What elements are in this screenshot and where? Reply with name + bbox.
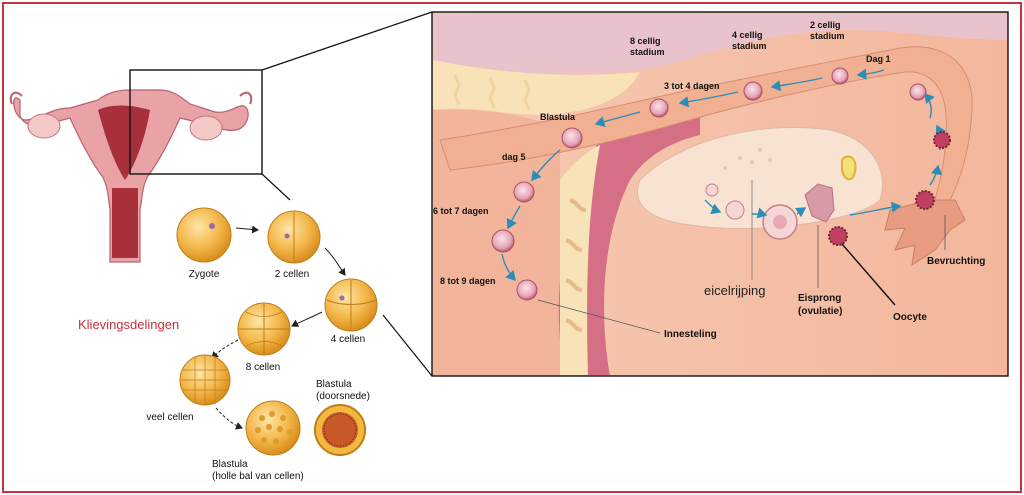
label-blastula-section-desc: (doorsnede) [316, 391, 370, 402]
label-blastula-section: Blastula [316, 379, 352, 390]
blastula-ball [245, 400, 301, 456]
arrow-8-to-many [211, 339, 239, 359]
label-blastula-desc: (holle bal van cellen) [212, 471, 304, 482]
label-zygote: Zygote [189, 269, 220, 280]
label-days-3-to-4: 3 tot 4 dagen [664, 81, 720, 91]
corpus-luteum [841, 155, 857, 181]
label-stage-4-line2: stadium [732, 41, 767, 51]
label-stage-4-line1: 4 cellig [732, 30, 763, 40]
label-8-cells: 8 cellen [246, 362, 280, 373]
label-ovulation: Eisprong [798, 293, 841, 304]
zoom-line-bottom [382, 314, 433, 377]
zygote-cell [176, 207, 232, 263]
label-2-cells: 2 cellen [275, 269, 309, 280]
leader-implantation [537, 299, 661, 334]
label-ovulation-desc: (ovulatie) [798, 306, 842, 317]
zoom-line-mid [261, 173, 291, 201]
cleavage-sequence [176, 207, 378, 456]
zoom-line-top [261, 11, 433, 71]
label-fertilization: Bevruchting [927, 256, 985, 267]
oocyte-cell [828, 226, 848, 246]
zoom-panel [431, 11, 1009, 377]
uterus-cavity [98, 105, 150, 180]
label-implantation: Innesteling [664, 329, 717, 340]
ovary-right [189, 115, 223, 141]
label-stage-2-line1: 2 cellig [810, 20, 841, 30]
arrow-2-to-4 [324, 247, 346, 276]
label-stage-8-line1: 8 cellig [630, 36, 661, 46]
ovary-left [27, 113, 61, 139]
cervix [112, 188, 138, 258]
arrow-many-to-blastula [215, 407, 243, 430]
label-stage-8-line2: stadium [630, 47, 665, 57]
label-day-1: Dag 1 [866, 54, 891, 64]
label-maturation: eicelrijping [704, 283, 765, 298]
cleavage-title: Klievingsdelingen [78, 317, 179, 332]
label-many-cells: veel cellen [146, 412, 193, 423]
arrow-zygote-to-2 [235, 225, 259, 234]
label-blastula: Blastula [212, 459, 248, 470]
label-day-5: dag 5 [502, 152, 526, 162]
ruptured-follicle [804, 183, 835, 223]
label-days-6-to-7: 6 tot 7 dagen [433, 206, 489, 216]
label-4-cells: 4 cellen [331, 334, 365, 345]
leader-oocyte [841, 243, 896, 306]
uterus-overview [9, 89, 253, 263]
tube-embryos [491, 67, 951, 301]
arrow-4-to-8 [291, 311, 323, 327]
label-days-8-to-9: 8 tot 9 dagen [440, 276, 496, 286]
label-tube-blastula: Blastula [540, 112, 576, 122]
label-oocyte: Oocyte [893, 312, 927, 323]
label-stage-2-line2: stadium [810, 31, 845, 41]
zoom-box [129, 69, 263, 175]
